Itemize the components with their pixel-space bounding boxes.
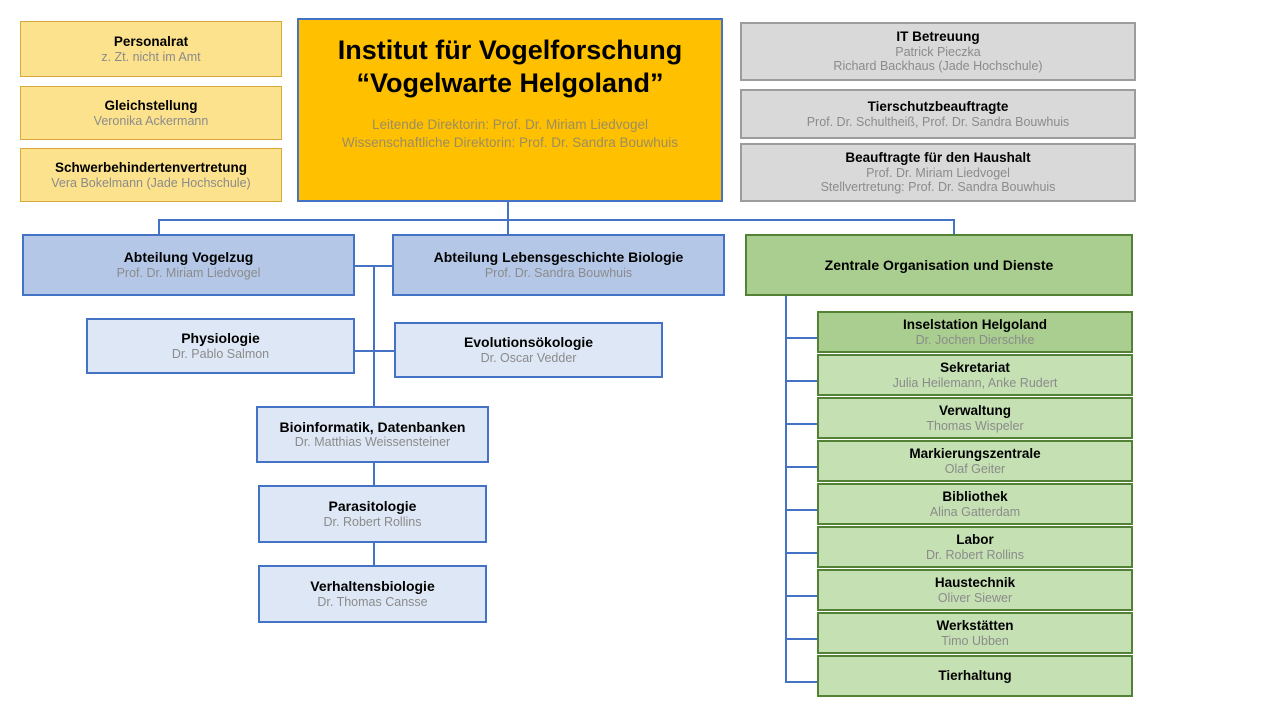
- box-subtitle: Thomas Wispeler: [926, 418, 1024, 433]
- box-title: Markierungszentrale: [909, 445, 1041, 461]
- box-subtitle: Dr. Robert Rollins: [323, 514, 422, 529]
- box-title: Labor: [956, 531, 994, 547]
- box-abteilung-lebensgeschichte-biologie[interactable]: Abteilung Lebensgeschichte Biologie Prof…: [392, 234, 725, 296]
- box-beauftragte-haushalt[interactable]: Beauftragte für den Haushalt Prof. Dr. M…: [740, 143, 1136, 202]
- institute-name-line1: Institut für Vogelforschung: [337, 35, 683, 65]
- box-markierungszentrale[interactable]: Markierungszentrale Olaf Geiter: [817, 440, 1133, 482]
- box-gleichstellung[interactable]: Gleichstellung Veronika Ackermann: [20, 86, 282, 140]
- box-title: Gleichstellung: [104, 97, 198, 113]
- box-abteilung-vogelzug[interactable]: Abteilung Vogelzug Prof. Dr. Miriam Lied…: [22, 234, 355, 296]
- box-inselstation-helgoland[interactable]: Inselstation Helgoland Dr. Jochen Diersc…: [817, 311, 1133, 353]
- box-title: Sekretariat: [940, 359, 1010, 375]
- box-title: Abteilung Vogelzug: [123, 249, 254, 266]
- box-subtitle: Julia Heilemann, Anke Rudert: [892, 375, 1058, 390]
- institute-name-line2: “Vogelwarte Helgoland”: [356, 67, 664, 98]
- box-title: Parasitologie: [328, 498, 417, 515]
- box-haustechnik[interactable]: Haustechnik Oliver Siewer: [817, 569, 1133, 611]
- box-evolutionsoekologie[interactable]: Evolutionsökologie Dr. Oscar Vedder: [394, 322, 663, 378]
- box-title: Physiologie: [181, 330, 260, 347]
- box-subtitle-1: Patrick Pieczka: [895, 44, 981, 59]
- box-subtitle-1: Prof. Dr. Miriam Liedvogel: [866, 165, 1010, 180]
- box-subtitle: Dr. Pablo Salmon: [171, 346, 270, 361]
- box-it-betreuung[interactable]: IT Betreuung Patrick Pieczka Richard Bac…: [740, 22, 1136, 81]
- box-subtitle: Prof. Dr. Sandra Bouwhuis: [484, 265, 633, 280]
- connector-bioinformatik-to-parasitologie: [373, 462, 375, 486]
- connector-physiologie-to-spine: [355, 350, 375, 352]
- connector-middle-spine: [373, 265, 375, 417]
- box-tierhaltung[interactable]: Tierhaltung: [817, 655, 1133, 697]
- box-subtitle: Dr. Oscar Vedder: [480, 350, 577, 365]
- box-title: Abteilung Lebensgeschichte Biologie: [433, 249, 684, 266]
- leading-director: Leitende Direktorin: Prof. Dr. Miriam Li…: [371, 116, 649, 132]
- box-title: Personalrat: [113, 33, 189, 49]
- box-subtitle-2: Richard Backhaus (Jade Hochschule): [833, 59, 1043, 74]
- box-title: IT Betreuung: [896, 28, 980, 44]
- connector-services-stub-1: [785, 380, 818, 382]
- connector-drop-vogelzug: [158, 219, 160, 235]
- connector-services-stub-7: [785, 638, 818, 640]
- box-title: Haustechnik: [934, 574, 1016, 590]
- box-subtitle: Dr. Robert Rollins: [926, 547, 1024, 562]
- box-title: Bibliothek: [942, 488, 1008, 504]
- box-title: Schwerbehindertenvertretung: [54, 159, 248, 175]
- box-title: Werkstätten: [936, 617, 1014, 633]
- box-subtitle: Dr. Jochen Dierschke: [915, 332, 1035, 347]
- box-title: Tierschutzbeauftragte: [867, 98, 1009, 114]
- box-subtitle: Oliver Siewer: [937, 590, 1013, 605]
- connector-vogelzug-to-spine: [355, 265, 375, 267]
- box-labor[interactable]: Labor Dr. Robert Rollins: [817, 526, 1133, 568]
- box-physiologie[interactable]: Physiologie Dr. Pablo Salmon: [86, 318, 355, 374]
- box-subtitle: Vera Bokelmann (Jade Hochschule): [51, 175, 251, 190]
- connector-services-stub-5: [785, 552, 818, 554]
- institute-title-box[interactable]: Institut für Vogelforschung “Vogelwarte …: [297, 18, 723, 202]
- box-sekretariat[interactable]: Sekretariat Julia Heilemann, Anke Rudert: [817, 354, 1133, 396]
- box-personalrat[interactable]: Personalrat z. Zt. nicht im Amt: [20, 21, 282, 77]
- connector-parasitologie-to-verhaltensbiologie: [373, 542, 375, 566]
- connector-services-stub-3: [785, 466, 818, 468]
- box-subtitle: Veronika Ackermann: [93, 113, 209, 128]
- connector-services-stub-6: [785, 595, 818, 597]
- connector-main-bus: [158, 219, 955, 221]
- connector-services-stub-2: [785, 423, 818, 425]
- box-subtitle: z. Zt. nicht im Amt: [101, 49, 201, 64]
- box-verwaltung[interactable]: Verwaltung Thomas Wispeler: [817, 397, 1133, 439]
- box-subtitle: Dr. Thomas Cansse: [317, 594, 428, 609]
- connector-lebensgeschichte-to-spine: [373, 265, 394, 267]
- box-subtitle-2: Stellvertretung: Prof. Dr. Sandra Bouwhu…: [820, 180, 1056, 195]
- box-title: Verhaltensbiologie: [310, 578, 435, 595]
- connector-services-spine: [785, 296, 787, 682]
- connector-services-stub-4: [785, 509, 818, 511]
- box-werkstaetten[interactable]: Werkstätten Timo Ubben: [817, 612, 1133, 654]
- box-title: Beauftragte für den Haushalt: [845, 149, 1031, 165]
- box-subtitle: Alina Gatterdam: [929, 504, 1021, 519]
- box-tierschutzbeauftragte[interactable]: Tierschutzbeauftragte Prof. Dr. Schulthe…: [740, 89, 1136, 139]
- connector-drop-zentrale: [953, 219, 955, 235]
- box-title: Evolutionsökologie: [463, 334, 594, 351]
- connector-evolutionsoekologie-to-spine: [373, 350, 396, 352]
- box-schwerbehindertenvertretung[interactable]: Schwerbehindertenvertretung Vera Bokelma…: [20, 148, 282, 202]
- scientific-director: Wissenschaftliche Direktorin: Prof. Dr. …: [341, 135, 679, 151]
- connector-services-stub-0: [785, 337, 818, 339]
- box-title: Inselstation Helgoland: [902, 316, 1048, 332]
- connector-services-stub-8: [785, 681, 818, 683]
- connector-title-stem: [507, 201, 509, 221]
- box-verhaltensbiologie[interactable]: Verhaltensbiologie Dr. Thomas Cansse: [258, 565, 487, 623]
- box-title: Tierhaltung: [938, 668, 1012, 684]
- box-title: Bioinformatik, Datenbanken: [279, 418, 466, 435]
- box-subtitle: Prof. Dr. Miriam Liedvogel: [116, 265, 261, 280]
- box-subtitle: Dr. Matthias Weissensteiner: [294, 435, 451, 450]
- box-title: Verwaltung: [938, 402, 1011, 418]
- box-subtitle-1: Prof. Dr. Schultheiß, Prof. Dr. Sandra B…: [806, 114, 1070, 129]
- box-title: Zentrale Organisation und Dienste: [824, 256, 1054, 273]
- box-bioinformatik-datenbanken[interactable]: Bioinformatik, Datenbanken Dr. Matthias …: [256, 406, 489, 463]
- box-subtitle: Timo Ubben: [941, 633, 1009, 648]
- box-zentrale-organisation-und-dienste[interactable]: Zentrale Organisation und Dienste: [745, 234, 1133, 296]
- connector-drop-lebensgeschichte: [507, 219, 509, 235]
- box-subtitle: Olaf Geiter: [944, 461, 1006, 476]
- box-parasitologie[interactable]: Parasitologie Dr. Robert Rollins: [258, 485, 487, 543]
- box-bibliothek[interactable]: Bibliothek Alina Gatterdam: [817, 483, 1133, 525]
